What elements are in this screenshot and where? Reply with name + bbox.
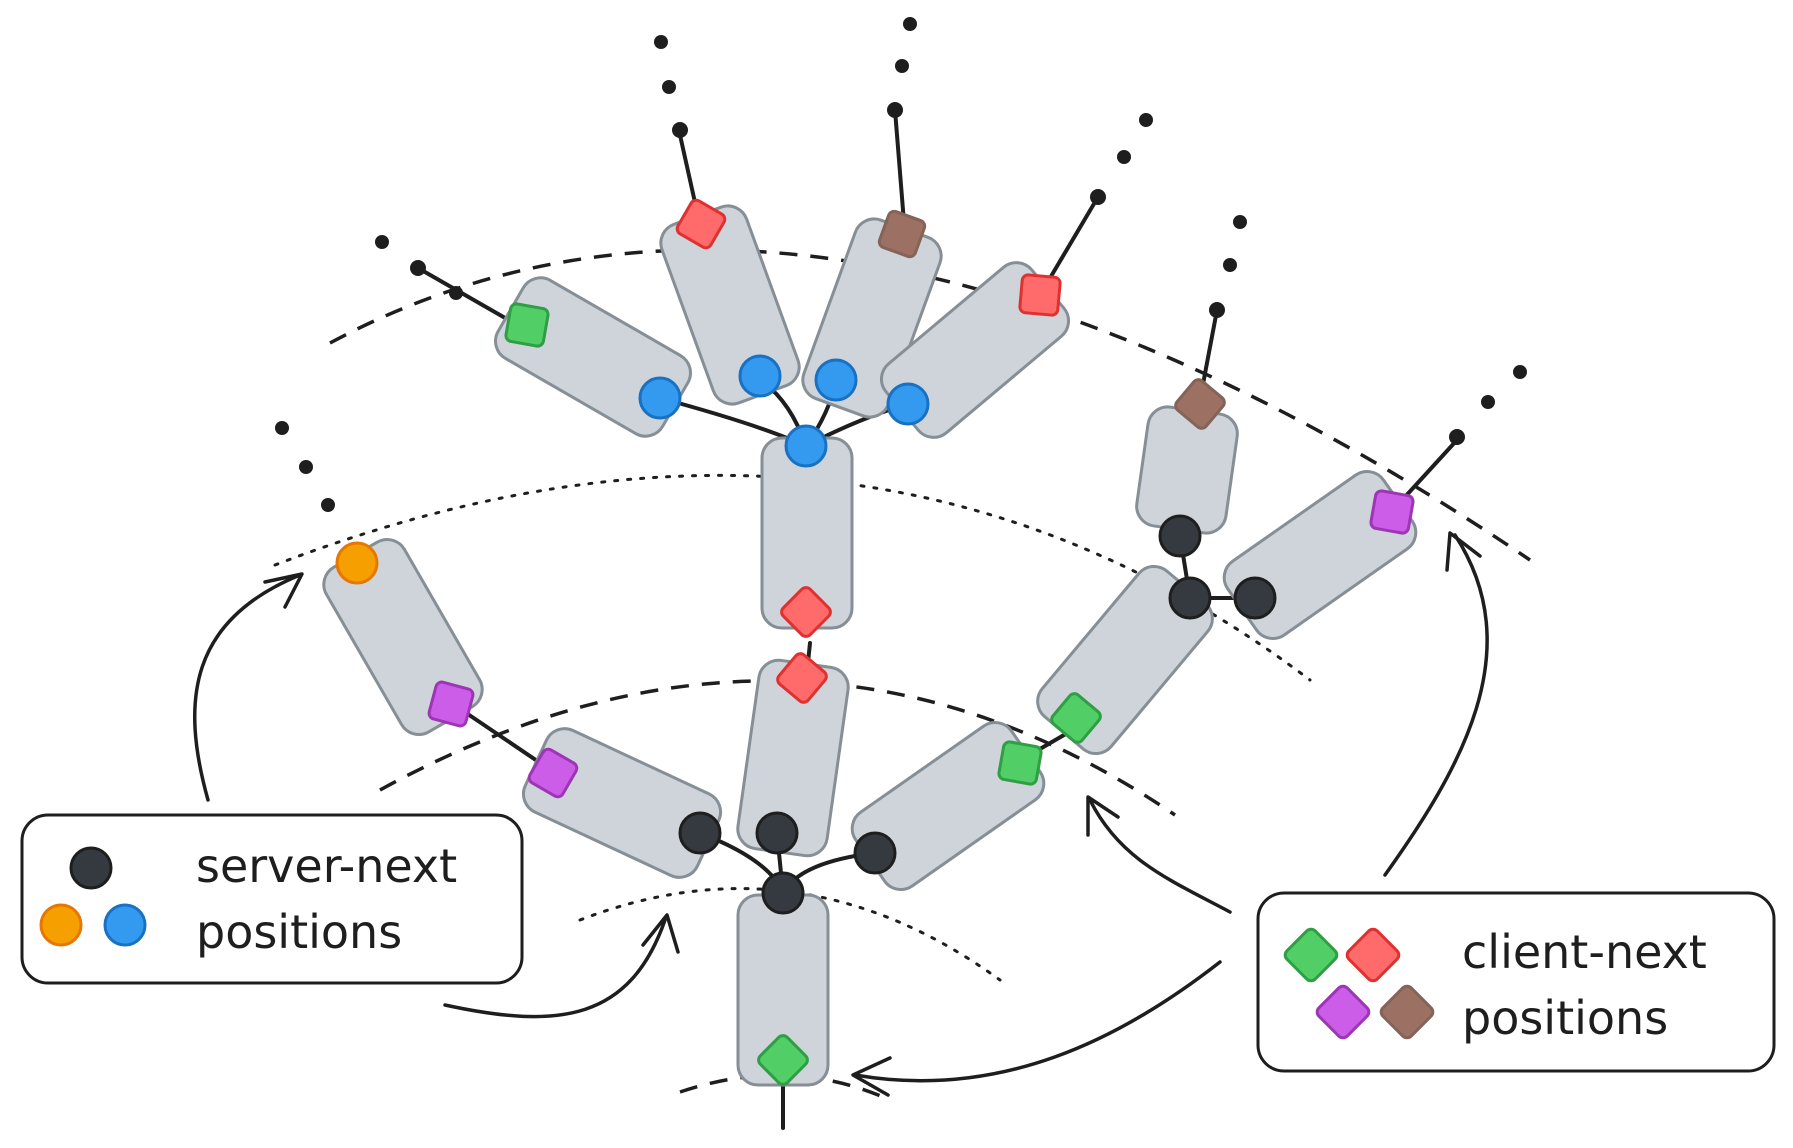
continuation-dot <box>375 235 389 249</box>
continuation-dot <box>672 122 688 138</box>
server-next-black-marker <box>761 871 805 915</box>
client-next-red-marker <box>675 198 727 250</box>
arrowhead <box>263 572 304 609</box>
client-next-brown-marker <box>877 209 927 259</box>
continuation-dot <box>1481 395 1495 409</box>
client-next-green-marker <box>504 302 550 348</box>
server-next-black-marker <box>853 831 897 875</box>
continuation-dot <box>410 260 426 276</box>
client-next-red-marker <box>1018 273 1062 317</box>
server-next-legend-box <box>20 813 524 985</box>
client-next-legend: client-next positions <box>1256 891 1776 1073</box>
arrowhead <box>641 913 680 954</box>
server-next-black-marker <box>1158 514 1202 558</box>
arrow-client-to-right-boundary <box>1383 533 1489 877</box>
server-next-blue-marker <box>814 358 858 402</box>
server-next-black-marker <box>755 811 799 855</box>
client-next-purple-marker <box>1369 489 1415 535</box>
continuation-dot <box>903 17 917 31</box>
client-next-markers <box>427 198 1415 1086</box>
client-next-brown-marker <box>1379 984 1435 1040</box>
arrowhead <box>851 1056 892 1097</box>
continuation-dot <box>654 35 668 49</box>
arrow-server-to-lower-boundary <box>443 918 667 1019</box>
server-next-orange-marker <box>39 903 83 947</box>
arrow-client-to-middle-boundary <box>1088 798 1232 914</box>
continuation-dot <box>1209 302 1225 318</box>
tree-node <box>521 727 723 879</box>
client-next-green-marker <box>997 740 1043 786</box>
continuation-dot <box>1449 429 1465 445</box>
client-next-red-marker <box>1345 927 1401 983</box>
client-next-purple-marker <box>427 680 475 728</box>
continuation-dot <box>275 421 289 435</box>
client-next-legend-line2: positions <box>1462 991 1668 1045</box>
continuation-dot <box>1090 189 1106 205</box>
continuation-dot <box>321 498 335 512</box>
server-next-black-marker <box>678 811 722 855</box>
server-next-orange-marker <box>335 541 379 585</box>
client-next-green-marker <box>757 1034 809 1086</box>
continuation-dot <box>1233 215 1247 229</box>
server-next-blue-marker <box>638 376 682 420</box>
client-next-brown-marker <box>1174 378 1226 430</box>
lower-dotted-boundary <box>578 887 1002 982</box>
continuation-dot <box>1223 258 1237 272</box>
arrowhead <box>1086 795 1120 837</box>
arrow-client-to-bottom-boundary <box>853 960 1222 1083</box>
server-next-blue-marker <box>784 424 828 468</box>
client-next-purple-marker <box>1315 984 1371 1040</box>
server-next-black-marker <box>1168 576 1212 620</box>
continuation-dot <box>1513 365 1527 379</box>
continuation-dots <box>275 17 1527 512</box>
server-next-black-marker <box>1233 576 1277 620</box>
pointer-arrows <box>193 531 1489 1097</box>
client-next-green-marker <box>1050 692 1102 744</box>
continuation-dot <box>449 286 463 300</box>
continuation-dot <box>887 102 903 118</box>
server-next-legend-line1: server-next <box>196 839 457 893</box>
client-next-red-marker <box>776 652 828 704</box>
continuation-dot <box>895 59 909 73</box>
client-next-legend-box <box>1256 891 1776 1073</box>
server-next-blue-marker <box>886 382 930 426</box>
continuation-dot <box>662 80 676 94</box>
continuation-dot <box>299 460 313 474</box>
server-next-legend: server-next positions <box>20 813 524 985</box>
server-next-blue-marker <box>103 903 147 947</box>
continuation-dot <box>1139 113 1153 127</box>
client-next-red-marker <box>780 586 832 638</box>
client-next-legend-line1: client-next <box>1462 925 1707 979</box>
arrow-server-to-upper-boundary <box>193 573 302 802</box>
server-next-markers <box>335 354 1277 915</box>
tree-node <box>1222 470 1418 640</box>
arrowhead <box>1445 531 1482 572</box>
server-next-legend-line2: positions <box>196 905 402 959</box>
server-next-blue-marker <box>738 354 782 398</box>
client-next-purple-marker <box>527 747 579 799</box>
continuation-dot <box>1117 150 1131 164</box>
client-next-green-marker <box>1283 927 1339 983</box>
server-next-black-marker <box>69 846 113 890</box>
